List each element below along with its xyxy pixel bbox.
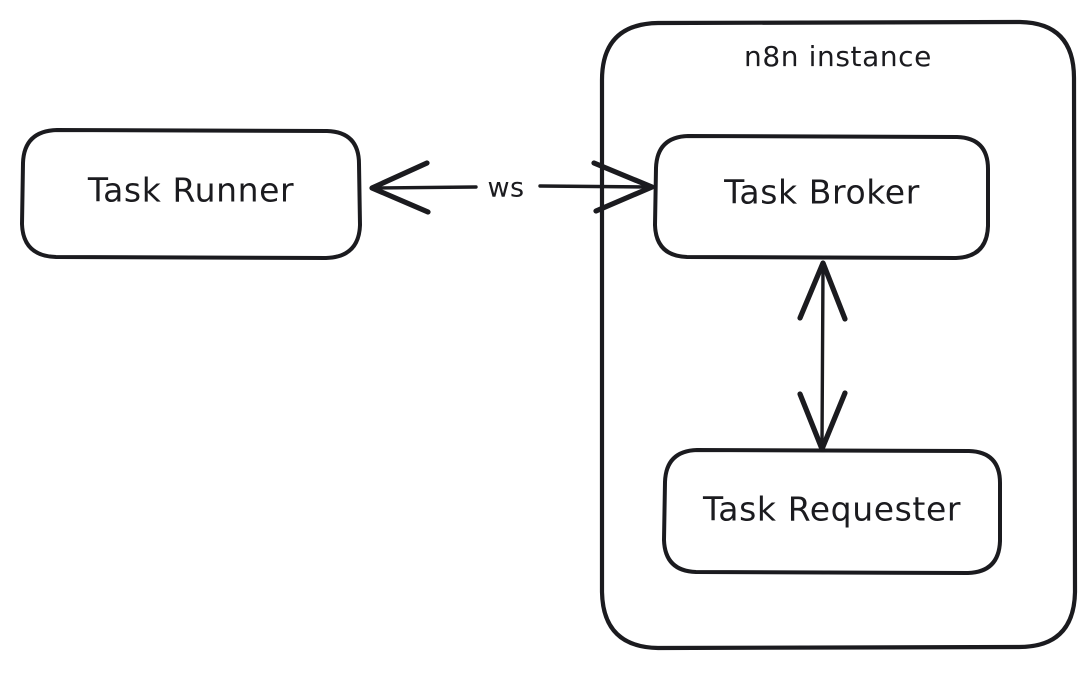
node-task-broker-label: Task Broker — [723, 173, 920, 212]
node-task-runner-border — [20, 128, 362, 260]
node-task-requester-label: Task Requester — [702, 490, 961, 529]
node-task-broker[interactable]: Task Broker — [653, 134, 990, 260]
edge-runner-broker[interactable]: ws — [369, 160, 655, 215]
edge-runner-broker-line-left — [374, 185, 478, 190]
edge-runner-broker-label: ws — [488, 173, 525, 204]
edge-runner-broker-line-right — [538, 184, 652, 189]
edge-runner-broker-arrowhead-right — [591, 160, 655, 214]
edge-broker-requester-arrowhead-top — [797, 260, 848, 322]
edge-runner-broker-arrowhead-left — [369, 160, 431, 215]
node-task-requester[interactable]: Task Requester — [662, 448, 1002, 575]
node-task-runner[interactable]: Task Runner — [20, 128, 362, 260]
edge-broker-requester-line — [820, 266, 825, 446]
node-task-runner-label: Task Runner — [87, 171, 294, 210]
group-n8n-instance-title: n8n instance — [744, 40, 932, 73]
node-task-broker-border — [653, 134, 990, 260]
edge-broker-requester-arrowhead-bottom — [797, 390, 848, 452]
edge-broker-requester[interactable] — [797, 260, 848, 452]
node-task-requester-border — [662, 448, 1002, 575]
